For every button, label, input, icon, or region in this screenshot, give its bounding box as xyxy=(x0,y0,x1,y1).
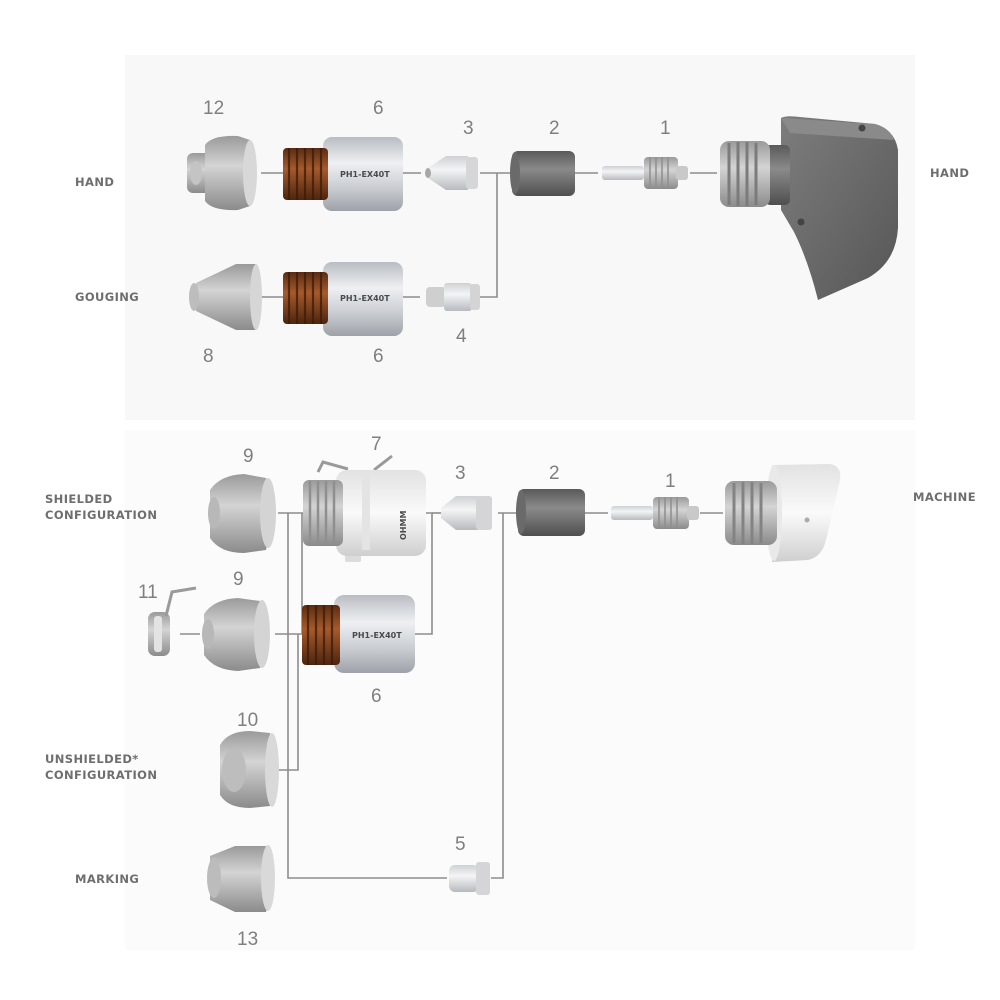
part-7-retaining-cap: OHMM xyxy=(303,454,426,562)
part-number-1-machine: 1 xyxy=(665,471,676,492)
part-2-swirl-ring-b xyxy=(516,489,585,536)
part-number-5: 5 xyxy=(455,834,466,855)
part-number-6-top: 6 xyxy=(373,98,384,119)
part-number-9-top: 9 xyxy=(243,446,254,467)
part-number-8: 8 xyxy=(203,346,214,367)
part-number-3-machine: 3 xyxy=(455,463,466,484)
hand-panel xyxy=(125,55,915,420)
label-gouging: GOUGING xyxy=(75,290,139,304)
part-number-7: 7 xyxy=(371,434,382,455)
part-6-retaining-cap-a: PH1-EX40T xyxy=(283,137,403,211)
machine-torch-body xyxy=(725,464,841,562)
part-10-deflector xyxy=(220,731,279,808)
part-3-nozzle-b xyxy=(441,496,492,530)
label-unshielded-line2: CONFIGURATION xyxy=(45,768,157,782)
hand-torch-body xyxy=(720,116,898,300)
engraving-cap-a: PH1-EX40T xyxy=(340,170,390,179)
part-number-4: 4 xyxy=(456,326,467,347)
part-number-10: 10 xyxy=(237,710,258,731)
part-1-electrode-b xyxy=(611,497,699,529)
part-3-nozzle-a xyxy=(425,156,478,190)
label-shielded-line2: CONFIGURATION xyxy=(45,508,157,522)
part-number-9-second: 9 xyxy=(233,569,244,590)
engraving-retaining-cap: OHMM xyxy=(399,511,408,540)
part-9-shield-a xyxy=(208,474,276,553)
part-number-13: 13 xyxy=(237,929,258,950)
label-hand-top: HAND xyxy=(75,175,114,189)
part-number-11: 11 xyxy=(138,582,158,603)
part-number-6-machine: 6 xyxy=(371,686,382,707)
connector-lines xyxy=(180,172,723,879)
part-5-marking-nozzle xyxy=(449,862,490,895)
part-number-12: 12 xyxy=(203,98,224,119)
part-13-marking-shield xyxy=(207,845,275,912)
label-unshielded-line1: UNSHIELDED* xyxy=(45,752,139,766)
part-6-retaining-cap-c: PH1-EX40T xyxy=(302,595,415,673)
part-number-6-gouging: 6 xyxy=(373,346,384,367)
part-number-3-top: 3 xyxy=(463,118,474,139)
part-8-gouging-shield xyxy=(189,264,262,330)
engraving-cap-c: PH1-EX40T xyxy=(352,631,402,640)
part-number-2-top: 2 xyxy=(549,118,560,139)
part-number-2-machine: 2 xyxy=(549,463,560,484)
part-4-gouging-nozzle xyxy=(426,283,480,311)
part-12-deflector xyxy=(187,135,257,211)
part-1-electrode-a xyxy=(602,157,688,189)
label-hand-right: HAND xyxy=(930,166,969,180)
part-number-1-top: 1 xyxy=(660,118,671,139)
label-shielded-line1: SHIELDED xyxy=(45,492,113,506)
part-9-shield-b xyxy=(202,598,270,671)
part-2-swirl-ring-a xyxy=(510,151,575,196)
label-machine: MACHINE xyxy=(913,490,976,504)
label-marking: MARKING xyxy=(75,872,139,886)
engraving-cap-b: PH1-EX40T xyxy=(340,294,390,303)
part-11-ohmic-clip xyxy=(148,586,197,656)
part-6-retaining-cap-b: PH1-EX40T xyxy=(283,262,403,336)
